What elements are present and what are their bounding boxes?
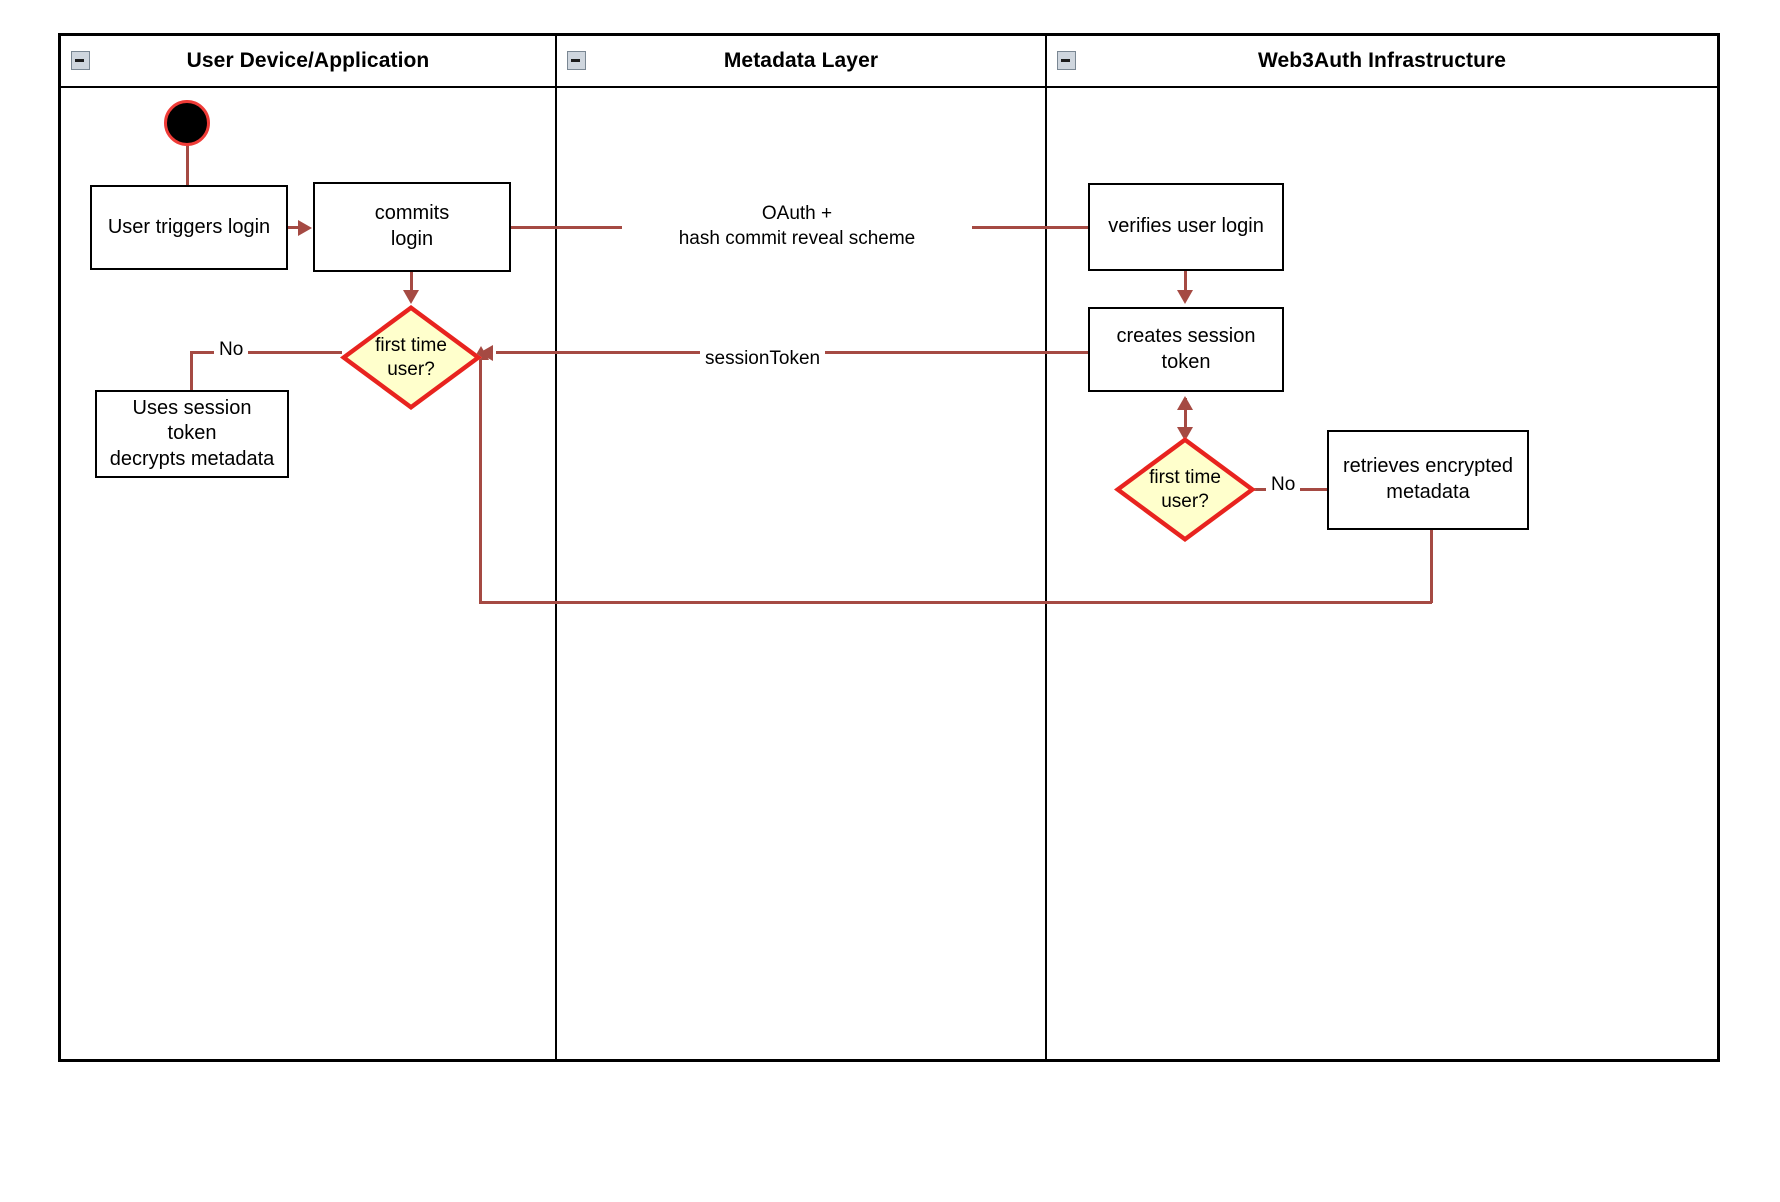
minus-icon[interactable] [71, 51, 90, 70]
arrowhead-down-icon [1177, 290, 1193, 304]
swimlane-web3auth: Web3Auth Infrastructure [1045, 36, 1717, 1059]
arrowhead-down-icon [403, 290, 419, 304]
decision-first-time-user-left[interactable]: first time user? [340, 305, 482, 410]
connector-return-left [479, 601, 1432, 604]
swimlane-header-user-device[interactable]: User Device/Application [61, 36, 555, 88]
activity-user-triggers-login[interactable]: User triggers login [90, 185, 288, 270]
activity-retrieves-encrypted-metadata[interactable]: retrieves encrypted metadata [1327, 430, 1529, 530]
swimlane-title-web3auth: Web3Auth Infrastructure [1257, 49, 1507, 72]
swimlane-user-device: User Device/Application [61, 36, 555, 1059]
decision-label-right: first time user? [1149, 466, 1221, 512]
connector-return-up [479, 360, 482, 603]
connector-verifies-to-creates [1184, 271, 1187, 296]
arrowhead-down-icon [1177, 427, 1193, 441]
swimlane-title-metadata-layer: Metadata Layer [723, 49, 879, 72]
edge-label-oauth: OAuth + hash commit reveal scheme [622, 202, 972, 252]
activity-verifies-user-login[interactable]: verifies user login [1088, 183, 1284, 271]
swimlane-title-user-device: User Device/Application [186, 49, 430, 72]
swimlane-header-web3auth[interactable]: Web3Auth Infrastructure [1047, 36, 1717, 88]
connector-commits-to-decision-left [410, 272, 413, 296]
swimlane-header-metadata-layer[interactable]: Metadata Layer [557, 36, 1045, 88]
connector-decision-left-no [190, 351, 342, 354]
activity-commits-login[interactable]: commits login [313, 182, 511, 272]
decision-first-time-user-right[interactable]: first time user? [1114, 437, 1256, 542]
connector-creates-to-decision-right [1184, 398, 1187, 436]
minus-icon[interactable] [1057, 51, 1076, 70]
edge-label-no-right: No [1266, 473, 1301, 498]
edge-label-session-token: sessionToken [700, 347, 826, 372]
edge-label-no-left: No [214, 338, 249, 363]
connector-decision-left-no-down [190, 351, 193, 390]
activity-uses-session-token[interactable]: Uses session token decrypts metadata [95, 390, 289, 478]
minus-icon[interactable] [567, 51, 586, 70]
arrowhead-up-icon [1177, 396, 1193, 410]
connector-return-down [1430, 530, 1433, 603]
connector-start-to-user-triggers-login [186, 140, 189, 185]
swimlane-metadata-layer: Metadata Layer [555, 36, 1045, 1059]
swimlane-frame: User Device/Application Metadata Layer W… [58, 33, 1720, 1062]
initial-node [164, 100, 210, 146]
decision-label-left: first time user? [375, 334, 447, 380]
activity-creates-session-token[interactable]: creates session token [1088, 307, 1284, 392]
connector-user-triggers-to-commits [288, 226, 300, 229]
arrowhead-right-icon [298, 220, 312, 236]
